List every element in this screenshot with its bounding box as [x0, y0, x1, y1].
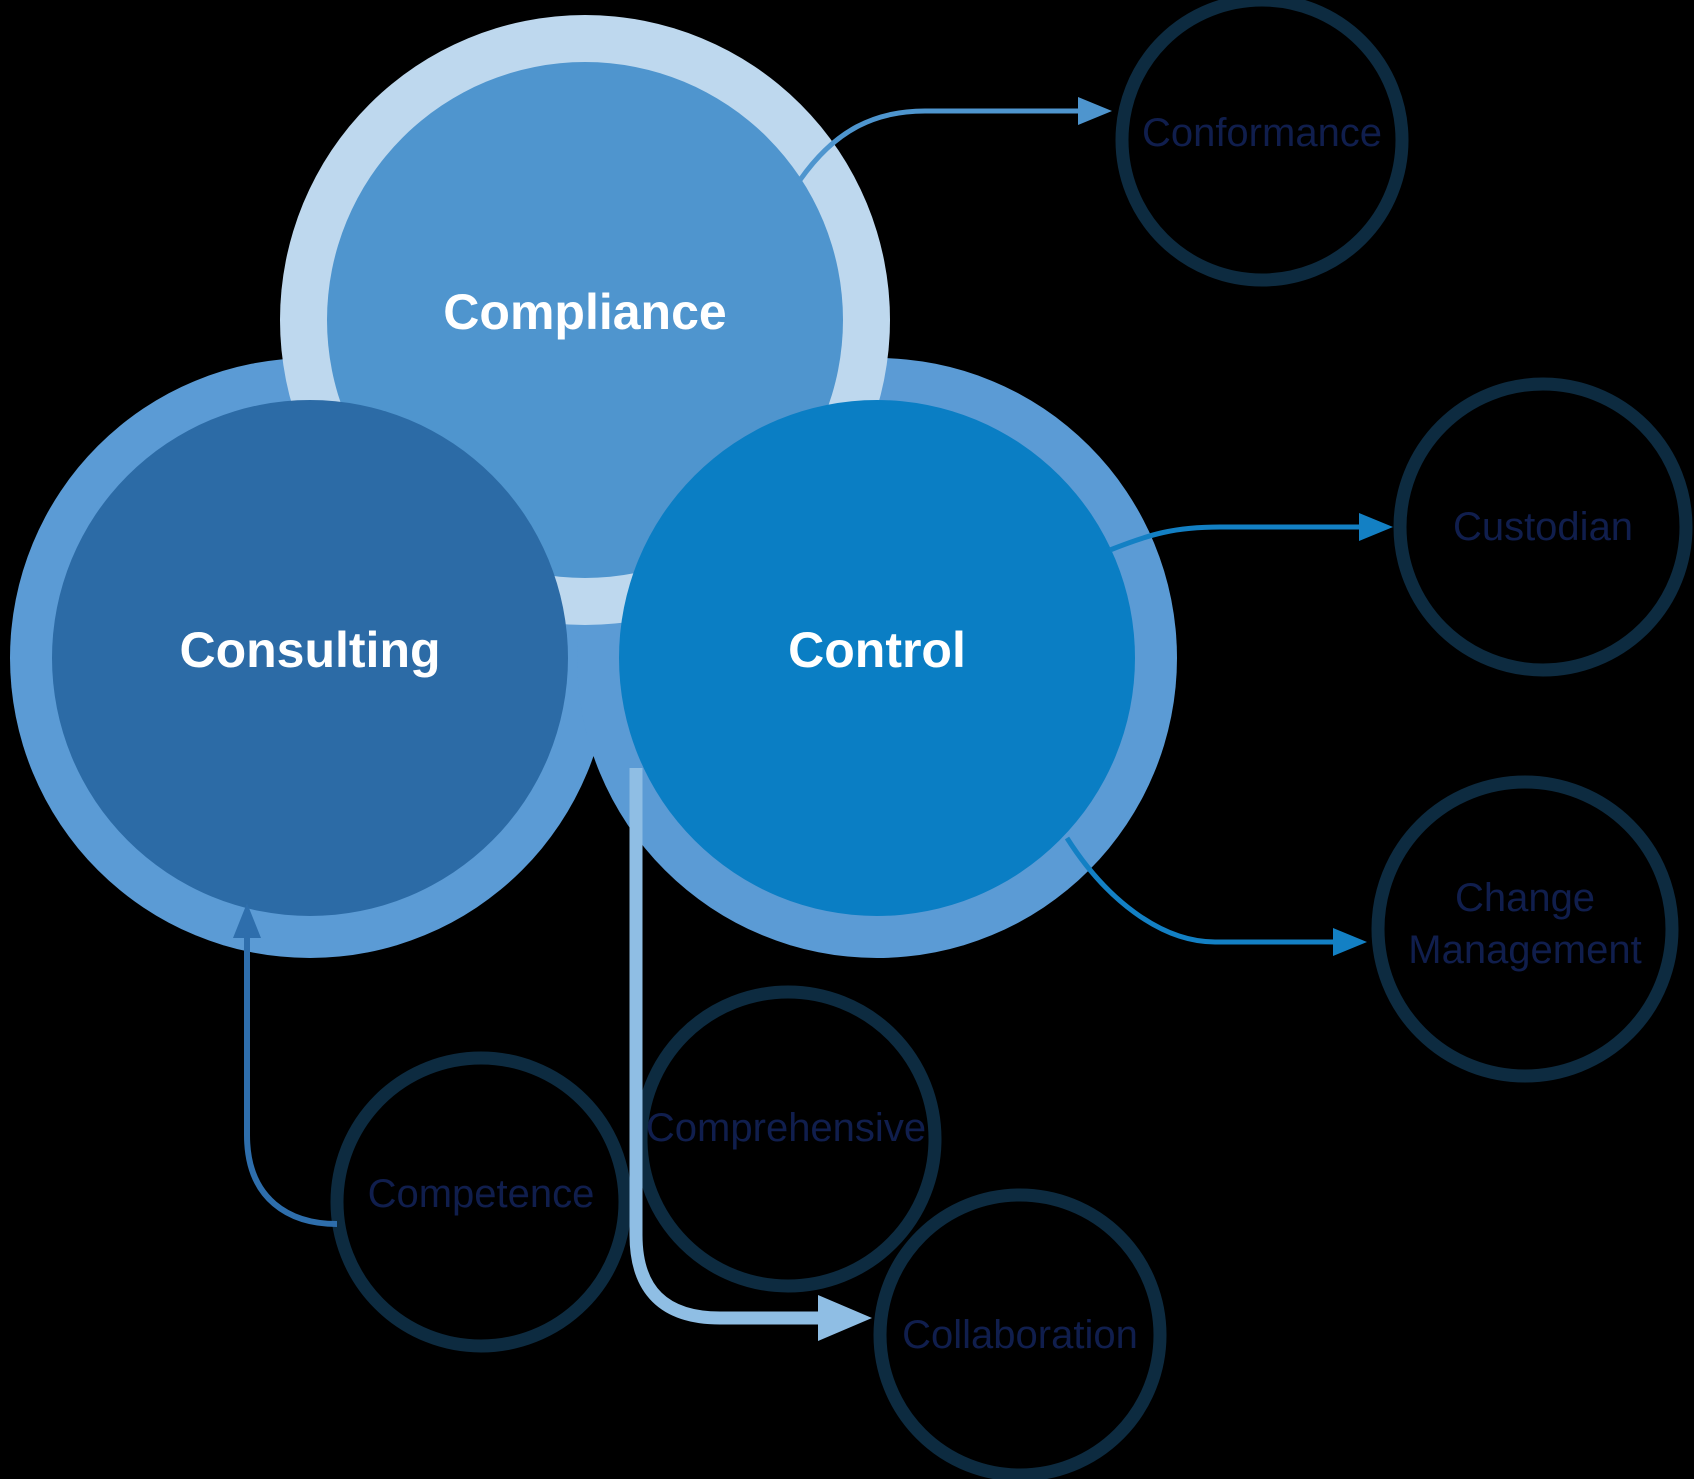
change-management-circle: [1371, 775, 1679, 1083]
arrow-compliance-to-conformance-head: [1078, 97, 1112, 125]
competence-circle: [330, 1051, 632, 1353]
arrow-control-to-change-management: [1064, 836, 1367, 956]
arrow-control-to-custodian-head: [1359, 513, 1393, 541]
arrow-center-to-collaboration: [629, 768, 872, 1341]
custodian-label: Custodian: [1453, 505, 1633, 549]
control-label: Control: [788, 622, 966, 678]
arrow-competence-to-consulting-head: [233, 903, 261, 938]
collaboration-circle: [873, 1188, 1167, 1479]
arrow-control-to-custodian-line: [1109, 524, 1361, 553]
change-management-label-line1: Change: [1455, 876, 1595, 920]
arrow-compliance-to-conformance: [797, 97, 1112, 182]
arrow-compliance-to-conformance-line: [797, 108, 1080, 182]
arrow-control-to-change-management-line: [1064, 836, 1335, 945]
arrow-competence-to-consulting-line: [244, 933, 338, 1227]
arrow-control-to-custodian: [1109, 513, 1393, 553]
compliance-label: Compliance: [443, 284, 726, 340]
conformance-label: Conformance: [1142, 111, 1382, 155]
collaboration-label: Collaboration: [902, 1313, 1138, 1357]
arrow-control-to-change-management-head: [1333, 928, 1367, 956]
conformance-circle: [1115, 0, 1409, 287]
control-circle: [619, 400, 1135, 916]
arrow-center-to-collaboration-line: [629, 768, 822, 1325]
change-management-label-line2: Management: [1408, 928, 1641, 972]
custodian-circle: [1393, 377, 1693, 677]
competence-label: Competence: [368, 1172, 595, 1216]
arrow-center-to-collaboration-head: [818, 1295, 872, 1341]
consulting-circle: [52, 400, 568, 916]
arrow-competence-to-consulting: [233, 903, 338, 1227]
consulting-label: Consulting: [179, 622, 440, 678]
comprehensive-label: Comprehensive: [646, 1106, 926, 1150]
